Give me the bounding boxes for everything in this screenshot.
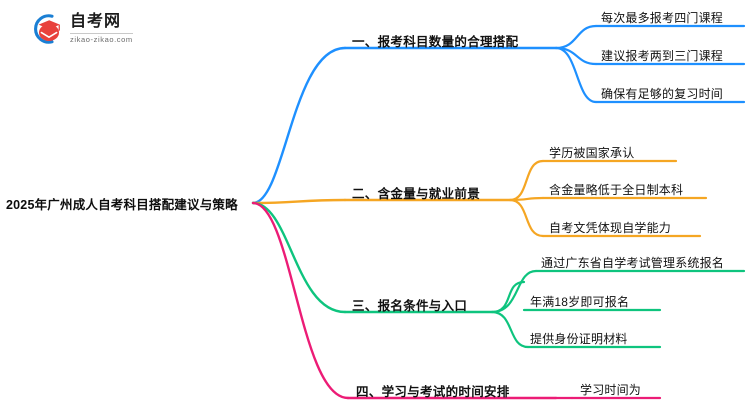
branch-node-1[interactable]: 一、报考科目数量的合理搭配 bbox=[352, 35, 519, 49]
logo-title: 自考网 bbox=[70, 13, 122, 31]
leaf-node-2-2[interactable]: 含金量略低于全日制本科 bbox=[549, 183, 684, 197]
site-logo[interactable]: 自考网 zikao-zikao.com bbox=[28, 10, 208, 48]
branch-node-3[interactable]: 三、报名条件与入口 bbox=[352, 299, 468, 313]
leaf-node-2-1[interactable]: 学历被国家承认 bbox=[549, 146, 635, 160]
leaf-node-1-2[interactable]: 建议报考两到三门课程 bbox=[601, 49, 724, 63]
branch-3-sublink-3 bbox=[490, 269, 538, 314]
branch-2-sublink-3 bbox=[508, 198, 545, 238]
leaf-node-1-3[interactable]: 确保有足够的复习时间 bbox=[601, 87, 724, 101]
branch-2-sublink-1 bbox=[508, 159, 545, 202]
graduation-cap-logo-icon bbox=[28, 12, 64, 46]
leaf-node-2-3[interactable]: 自考文凭体现自学能力 bbox=[549, 221, 672, 235]
branch-1-sublink-1 bbox=[554, 24, 598, 50]
leaf-node-4-1[interactable]: 学习时间为 bbox=[580, 383, 642, 397]
branch-2-trunk bbox=[251, 198, 347, 205]
mindmap-root-node[interactable]: 2025年广州成人自考科目搭配建议与策略 bbox=[6, 198, 238, 212]
leaf-node-1-1[interactable]: 每次最多报考四门课程 bbox=[601, 11, 724, 25]
branch-1-trunk bbox=[251, 46, 347, 205]
branch-node-2[interactable]: 二、含金量与就业前景 bbox=[352, 187, 481, 201]
branch-node-4[interactable]: 四、学习与考试的时间安排 bbox=[356, 385, 510, 399]
leaf-node-3-2[interactable]: 年满18岁即可报名 bbox=[530, 295, 630, 309]
leaf-node-3-3[interactable]: 提供身份证明材料 bbox=[530, 332, 628, 346]
branch-1-sublink-3 bbox=[554, 46, 598, 104]
logo-subtitle: zikao-zikao.com bbox=[70, 32, 133, 44]
branch-3-trunk bbox=[251, 201, 347, 314]
branch-4-trunk bbox=[251, 201, 350, 400]
leaf-node-3-1[interactable]: 通过广东省自学考试管理系统报名 bbox=[541, 256, 725, 270]
logo-wordmark: 自考网 zikao-zikao.com bbox=[70, 13, 133, 44]
branch-3-sublink-2 bbox=[490, 310, 530, 349]
